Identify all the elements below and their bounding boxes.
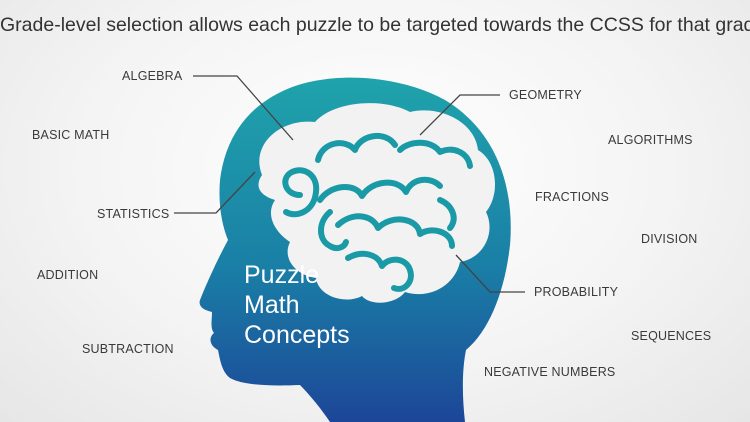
statistics-connector (174, 171, 256, 214)
brain-icon (258, 103, 496, 303)
label-probability: PROBABILITY (534, 285, 619, 299)
label-addition: ADDITION (37, 268, 99, 282)
label-subtraction: SUBTRACTION (82, 342, 174, 356)
label-sequences: SEQUENCES (631, 329, 712, 343)
connector-lines (174, 75, 525, 293)
probability-connector (455, 254, 525, 293)
label-algorithms: ALGORITHMS (608, 133, 693, 147)
headline: Grade-level selection allows each puzzle… (0, 14, 750, 36)
geometry-connector (419, 94, 500, 136)
label-fractions: FRACTIONS (535, 190, 610, 204)
label-geometry: GEOMETRY (509, 88, 582, 102)
label-basic-math: BASIC MATH (32, 128, 110, 142)
label-division: DIVISION (641, 232, 698, 246)
center-title-line-2: Math (244, 291, 300, 319)
label-algebra: ALGEBRA (122, 69, 183, 83)
center-title-line-3: Concepts (244, 321, 350, 349)
algebra-connector (193, 75, 294, 141)
label-statistics: STATISTICS (97, 207, 170, 221)
label-negative-numbers: NEGATIVE NUMBERS (484, 365, 616, 379)
center-title: Puzzle Math Concepts (244, 260, 350, 350)
center-title-line-1: Puzzle (244, 261, 320, 289)
